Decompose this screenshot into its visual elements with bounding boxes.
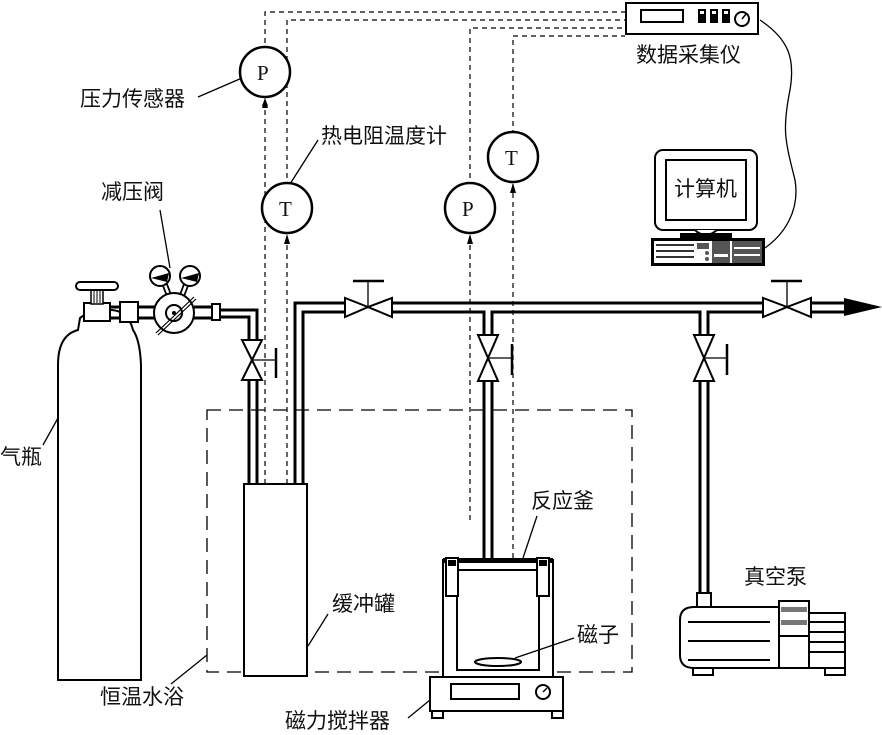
daq-button — [698, 9, 706, 23]
label-reactor: 反应釜 — [531, 489, 594, 513]
label-data-acquisition: 数据采集仪 — [636, 43, 741, 67]
outlet-arrow-icon — [844, 298, 882, 316]
stir-bar — [474, 657, 522, 667]
label-thermostatic-bath: 恒温水浴 — [100, 685, 184, 709]
temperature-sensor-buffer: T — [260, 181, 314, 244]
daq-display — [640, 9, 684, 23]
valve-outlet — [762, 279, 812, 319]
gas-cylinder — [57, 281, 142, 681]
thermostatic-bath-outline — [206, 409, 633, 673]
label-vacuum-pump: 真空泵 — [744, 565, 807, 589]
vacuum-pump — [679, 592, 846, 676]
valve-main-line — [344, 279, 393, 319]
reactor — [442, 557, 554, 678]
label-stir-bar: 磁子 — [577, 623, 619, 647]
pressure-sensor-buffer: P — [238, 45, 292, 106]
label-gas-cylinder: 气瓶 — [0, 445, 42, 469]
buffer-tank — [243, 483, 308, 677]
valve-reactor — [476, 334, 514, 382]
svg-text:T: T — [279, 197, 292, 221]
temperature-sensor-reactor: T — [486, 130, 540, 193]
label-computer: 计算机 — [674, 177, 737, 201]
svg-text:P: P — [462, 197, 474, 221]
pressure-reducing-valve — [149, 265, 201, 336]
label-rtd-thermometer: 热电阻温度计 — [321, 124, 447, 148]
signal-lines — [264, 11, 625, 630]
label-pressure-reducing-valve: 减压阀 — [101, 180, 164, 204]
svg-text:P: P — [257, 61, 269, 85]
computer — [651, 149, 765, 266]
valve-buffer-inlet — [240, 339, 278, 381]
label-pressure-sensor: 压力传感器 — [80, 87, 185, 111]
screen — [665, 159, 747, 221]
data-acquisition-device — [625, 2, 759, 35]
label-magnetic-stirrer: 磁力搅拌器 — [285, 709, 390, 733]
valve-vacuum — [692, 334, 729, 382]
pressure-sensor-reactor: P — [443, 181, 497, 244]
label-buffer-tank: 缓冲罐 — [332, 592, 395, 616]
svg-text:T: T — [505, 146, 518, 170]
daq-button — [710, 9, 718, 23]
cable — [759, 19, 797, 251]
magnetic-stirrer — [429, 676, 564, 719]
daq-button — [722, 9, 730, 23]
